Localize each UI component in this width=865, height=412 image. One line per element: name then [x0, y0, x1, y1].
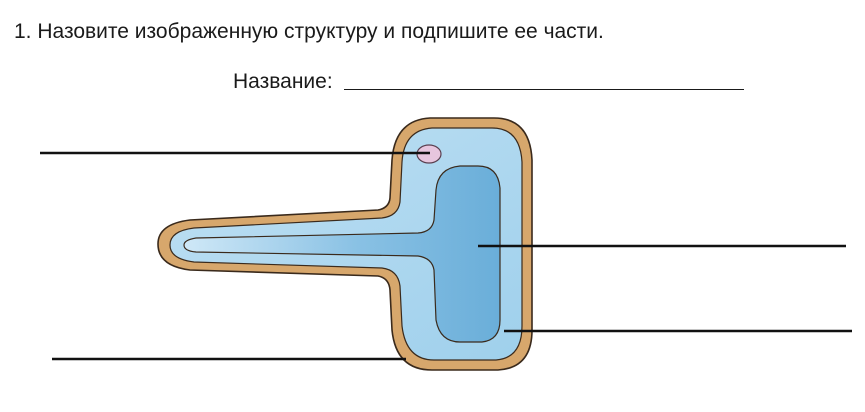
vacuole — [183, 165, 501, 343]
name-label: Название: — [233, 70, 333, 93]
name-answer-line[interactable] — [344, 89, 744, 90]
question-text: 1. Назовите изображенную структуру и под… — [14, 20, 604, 43]
